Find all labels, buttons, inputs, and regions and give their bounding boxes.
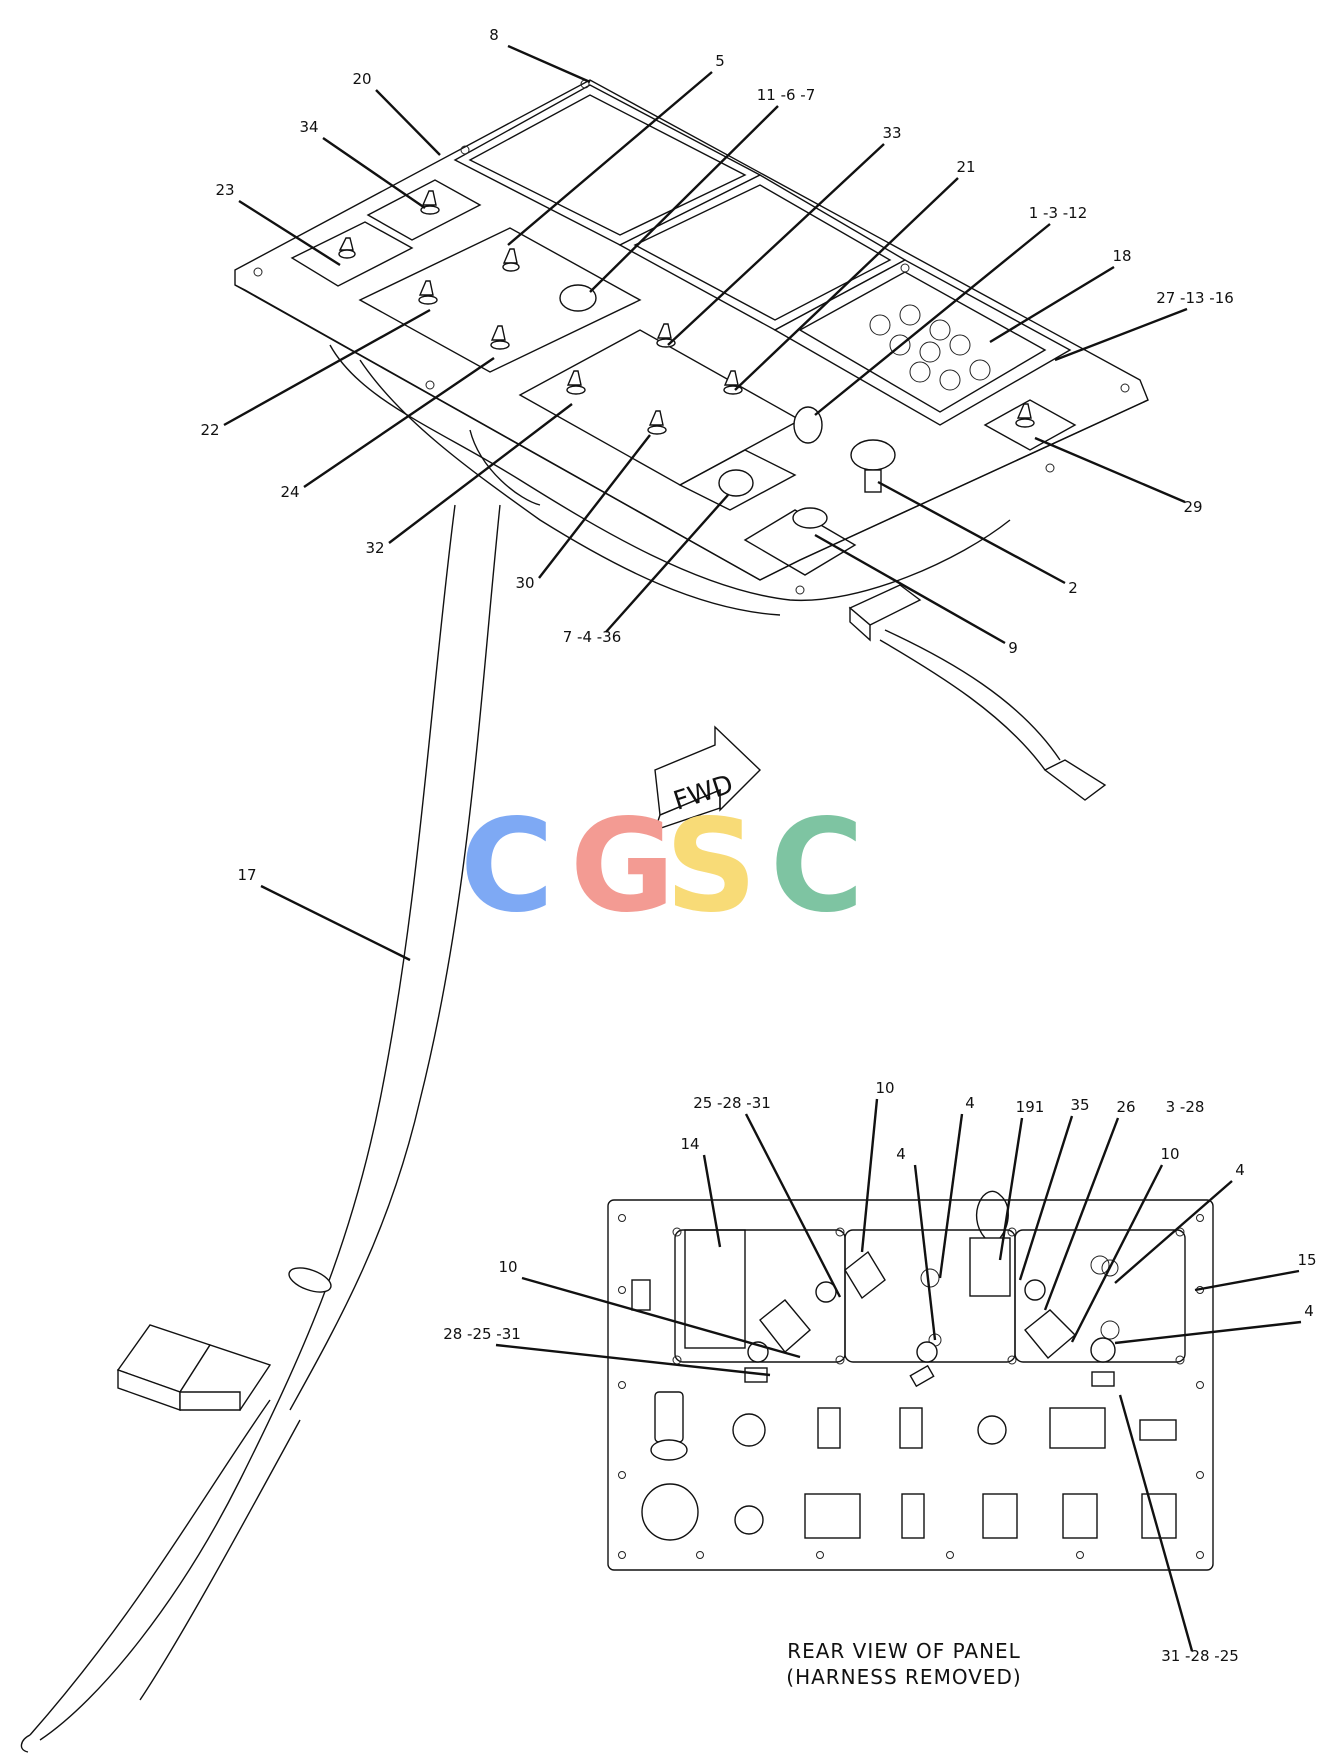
leader-line-33 [667, 143, 885, 346]
callout-label-4d: 4 [1304, 1302, 1314, 1320]
callout-label-10b: 10 [1160, 1145, 1179, 1163]
leader-line-10a [860, 1098, 879, 1253]
callout-label-4c: 4 [1235, 1161, 1245, 1179]
watermark-letter-3: S [665, 792, 757, 941]
leader-line-18 [989, 265, 1115, 344]
leader-line-191 [998, 1117, 1024, 1261]
leader-line-34 [322, 137, 426, 209]
leader-line-10c [521, 1276, 801, 1359]
connector-35 [969, 1237, 1011, 1297]
caption-line-1: REAR VIEW OF PANEL [787, 1639, 1021, 1663]
callout-label-14: 14 [680, 1135, 699, 1153]
watermark: C G S C [460, 792, 864, 941]
keypad [869, 304, 991, 391]
callout-label-29: 29 [1183, 498, 1202, 516]
callout-label-9: 9 [1008, 639, 1018, 657]
callout-label-21: 21 [956, 158, 975, 176]
callout-label-34: 34 [299, 118, 318, 136]
leader-line-23 [238, 199, 341, 267]
callout-label-26: 26 [1116, 1098, 1135, 1116]
callout-label-4b: 4 [896, 1145, 906, 1163]
leader-line-27-13-16 [1054, 307, 1188, 362]
leader-line-7-4-36 [605, 494, 729, 633]
leader-line-35 [1018, 1115, 1074, 1281]
callout-label-5: 5 [715, 52, 725, 70]
leader-line-1-3-12 [814, 223, 1051, 416]
watermark-letter-4: C [770, 792, 864, 941]
dash-panel-assembly [20, 79, 1149, 1753]
leader-line-21 [734, 177, 959, 391]
leader-line-22 [223, 308, 431, 427]
callout-label-27-13-16: 27 ‑13 ‑16 [1156, 289, 1234, 307]
leader-line-11-6-7 [589, 105, 779, 293]
callout-label-15: 15 [1297, 1251, 1316, 1269]
leader-line-28-25-31 [495, 1343, 771, 1377]
leader-line-32 [388, 403, 573, 544]
button-7 [718, 469, 754, 497]
callout-label-17: 17 [237, 866, 256, 884]
callout-label-23: 23 [215, 181, 234, 199]
leader-line-10b [1070, 1164, 1164, 1343]
callout-labels: 8 20 5 11 ‑6 ‑7 34 33 21 23 1 ‑3 ‑12 18 27 ‑13 ‑16… [200, 26, 1316, 1665]
watermark-letter-2: G [570, 792, 675, 941]
rotary-knob-1 [793, 406, 823, 444]
leader-line-31-28-25 [1118, 1394, 1194, 1652]
callout-label-11-6-7: 11 ‑6 ‑7 [757, 86, 816, 104]
callout-label-28-25-31: 28 ‑25 ‑31 [443, 1325, 521, 1343]
callout-label-4a: 4 [965, 1094, 975, 1112]
callout-label-7-4-36: 7 ‑4 ‑36 [563, 628, 622, 646]
callout-label-10a: 10 [875, 1079, 894, 1097]
connector-10b [844, 1250, 886, 1300]
leader-line-4a [938, 1113, 964, 1279]
leader-line-17 [260, 884, 411, 962]
callout-label-1-3-12: 1 ‑3 ‑12 [1029, 204, 1088, 222]
callout-label-191: 191 [1016, 1098, 1045, 1116]
leader-line-25-28-31a [744, 1113, 842, 1298]
leader-line-24 [303, 357, 495, 488]
callout-label-3-28: 3 ‑28 [1166, 1098, 1205, 1116]
callout-label-33: 33 [882, 124, 901, 142]
leader-line-30 [538, 434, 651, 579]
callout-label-18: 18 [1112, 247, 1131, 265]
leader-line-5 [507, 71, 713, 246]
callout-label-32: 32 [365, 539, 384, 557]
callout-label-30: 30 [515, 574, 534, 592]
leader-line-4b [913, 1164, 937, 1341]
rear-panel-plate [607, 1199, 1214, 1571]
callout-label-31-28-25: 31 ‑28 ‑25 [1161, 1647, 1239, 1665]
watermark-letter-1: C [460, 792, 554, 941]
rear-panel [607, 1190, 1214, 1571]
leader-line-26 [1043, 1117, 1120, 1311]
callout-label-25-28-31a: 25 ‑28 ‑31 [693, 1094, 771, 1112]
callout-label-22: 22 [200, 421, 219, 439]
caption-line-2: (HARNESS REMOVED) [786, 1665, 1021, 1689]
callout-label-8: 8 [489, 26, 499, 44]
callout-label-35: 35 [1070, 1096, 1089, 1114]
callout-label-2: 2 [1068, 579, 1078, 597]
callout-label-24: 24 [280, 483, 299, 501]
callout-label-20: 20 [352, 70, 371, 88]
leader-line-8 [507, 44, 591, 84]
leader-line-4d [1114, 1320, 1302, 1345]
knob-11 [559, 284, 597, 312]
leader-line-9 [814, 533, 1006, 645]
button-9 [792, 507, 828, 529]
leader-line-15 [1194, 1269, 1300, 1292]
leader-line-29 [1034, 436, 1186, 504]
connector-10a [759, 1299, 811, 1354]
leader-line-20 [375, 89, 441, 156]
forward-arrow: FWD [653, 725, 762, 832]
leader-line-14 [702, 1154, 722, 1248]
callout-label-10c: 10 [498, 1258, 517, 1276]
leader-line-4c [1114, 1180, 1233, 1284]
mushroom-button-2 [850, 439, 896, 471]
leader-line-2 [877, 480, 1066, 585]
